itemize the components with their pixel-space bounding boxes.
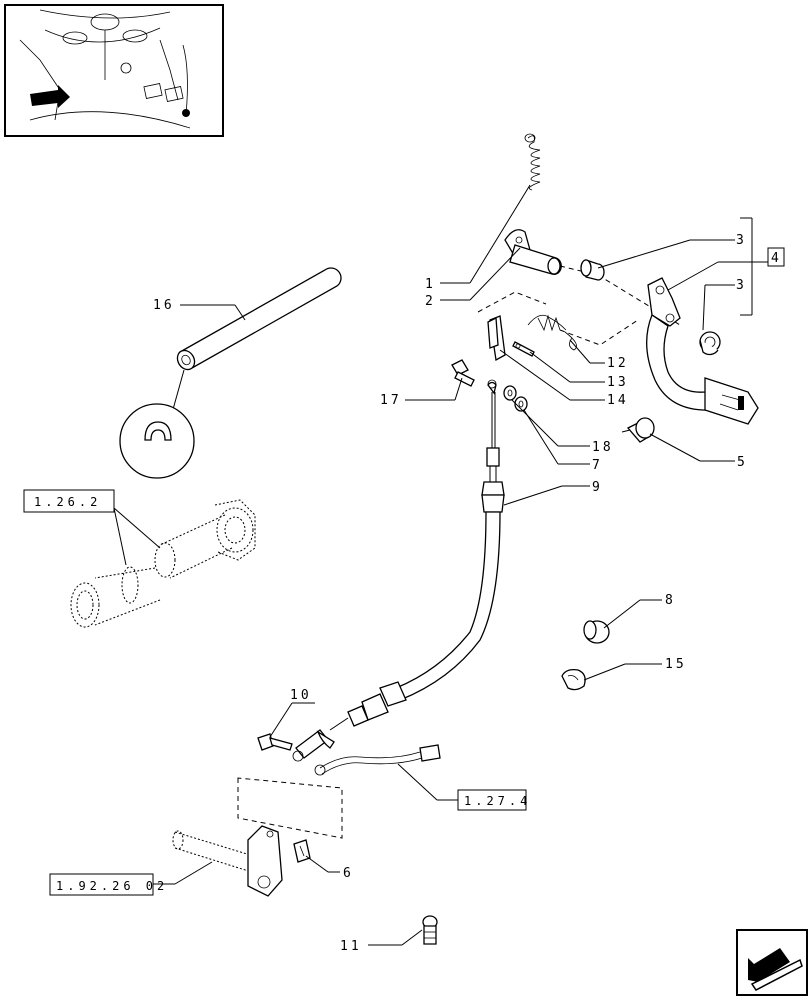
- callout-13: 13: [607, 375, 629, 390]
- ref-box-1-92-26-02[interactable]: 1.92.26 02: [49, 873, 168, 896]
- callout-7: 7: [592, 458, 603, 473]
- callout-2: 2: [425, 294, 436, 309]
- callout-5: 5: [737, 455, 748, 470]
- ref-label-1-26-2: 1.26.2: [34, 495, 101, 509]
- callout-9: 9: [592, 480, 603, 495]
- next-page-arrow-icon[interactable]: [736, 929, 808, 996]
- part-7-nut: [514, 396, 528, 412]
- callout-1: 1: [425, 277, 436, 292]
- ref-box-1-27-4[interactable]: 1.27.4: [457, 789, 531, 811]
- callout-3-lower: 3: [736, 278, 747, 293]
- part-9-clutch-cable: [292, 379, 505, 762]
- part-3-bushing-upper: [580, 259, 605, 281]
- callout-3-upper: 3: [736, 233, 747, 248]
- ref-1-26-2-assembly: [70, 499, 256, 628]
- part-18-washer: [503, 385, 517, 401]
- callout-11: 11: [340, 939, 362, 954]
- spring-bracket-group: [477, 291, 639, 362]
- part-15-clip: [561, 668, 586, 691]
- location-thumbnail: [4, 4, 224, 137]
- callout-15: 15: [665, 657, 687, 672]
- part-8-grommet: [583, 620, 610, 644]
- spring-top: [524, 133, 541, 191]
- callout-17: 17: [380, 393, 402, 408]
- callout-4-boxed: 4: [767, 247, 785, 267]
- callout-4: 4: [771, 251, 782, 266]
- callout-8: 8: [665, 593, 676, 608]
- part-11-bolt: [422, 915, 438, 945]
- callout-6: 6: [343, 866, 354, 881]
- callout-18: 18: [592, 440, 614, 455]
- part-6-clip: [293, 839, 311, 863]
- tractor-pedal-location-icon: [19, 9, 191, 129]
- callout-12: 12: [607, 356, 629, 371]
- ref-label-1-27-4: 1.27.4: [464, 794, 531, 808]
- part-10-bolt: [257, 733, 293, 751]
- part-17-bolt: [451, 359, 475, 387]
- ref-1-27-4-wiring: [314, 744, 441, 776]
- ref-label-1-92-26-02: 1.92.26 02: [56, 879, 168, 893]
- part-16-tube: [119, 267, 342, 479]
- part-3-bushing-lower: [699, 331, 721, 356]
- ref-box-1-26-2[interactable]: 1.26.2: [23, 489, 115, 513]
- callout-labels: 1 2 3 3 5 6 7 8 9 10 11 12 13 14 15 16 1…: [153, 233, 748, 954]
- part-1-pivot-shaft: [504, 229, 562, 275]
- leader-lines: [153, 184, 768, 946]
- part-5-clutch-pedal: [621, 277, 759, 443]
- callout-14: 14: [607, 393, 629, 408]
- lower-shaft-lever: [172, 777, 343, 897]
- callout-16: 16: [153, 298, 175, 313]
- callout-10: 10: [290, 688, 312, 703]
